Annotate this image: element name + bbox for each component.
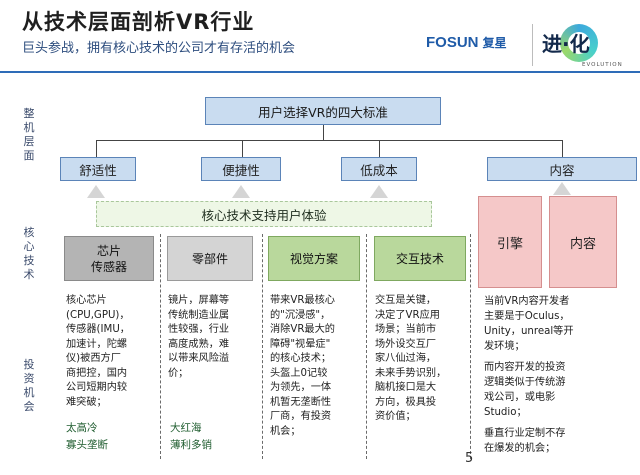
bracket-tick	[562, 140, 563, 157]
content-box-content: 内容	[549, 196, 617, 288]
desc-line: 决定了VR应用	[375, 309, 440, 321]
desc-line: 加速计，陀螺	[66, 338, 128, 350]
desc-line: 逻辑类似于传统游	[484, 377, 566, 388]
page-title: 从技术层面剖析VR行业	[22, 10, 255, 34]
component-visual-solution: 视觉方案	[268, 236, 360, 281]
desc-line: 的核心技术；	[270, 353, 332, 364]
page-subtitle: 巨头参战，拥有核心技术的公司才有存活的机会	[22, 41, 296, 56]
evolution-logo: 进·化 EVOLUTION	[540, 18, 634, 74]
fosun-logo-en: FOSUN	[426, 34, 479, 51]
desc-line: 发环境；	[484, 341, 525, 352]
component-label: 传感器	[90, 259, 127, 274]
desc-line: 的"沉浸感"，	[270, 309, 331, 321]
column-divider	[470, 234, 471, 459]
component-chip-sensor: 芯片 传感器	[64, 236, 154, 281]
up-arrow-icon	[553, 182, 571, 195]
desc-line: 资价值；	[375, 411, 416, 422]
bracket-tick	[379, 140, 380, 157]
desc-line: 核心芯片	[66, 295, 107, 306]
logo-divider	[532, 24, 533, 66]
fosun-logo-cn: 复星	[482, 36, 507, 50]
desc-line: 为领先，一体	[270, 382, 332, 393]
desc-line: 机暂无垄断性	[270, 396, 332, 408]
bracket-stem	[323, 125, 324, 140]
highlight-line: 太高冷	[66, 422, 98, 434]
evolution-logo-cn: 进·化	[542, 32, 590, 56]
column-highlight-parts: 大红海 薄利多销	[170, 420, 212, 454]
desc-line: 仪)被西方厂	[66, 353, 121, 364]
side-label-machine-level: 整机层面	[23, 107, 35, 162]
up-arrow-icon	[370, 185, 388, 198]
desc-line: 交互是关键，	[375, 295, 437, 306]
component-label: 芯片	[96, 243, 121, 258]
desc-line: 场外设交互厂	[375, 338, 437, 350]
desc-line: 机会；	[270, 425, 301, 437]
desc-line: 戏公司，或电影	[484, 392, 556, 403]
desc-line: 家八仙过海，	[375, 353, 437, 364]
column-divider	[160, 234, 161, 459]
desc-line: 价；	[168, 367, 189, 379]
desc-line: 方向，极具投	[375, 396, 437, 408]
header-divider	[0, 71, 640, 73]
evolution-logo-en: EVOLUTION	[582, 62, 623, 68]
up-arrow-icon	[232, 185, 250, 198]
desc-line: 在爆发的机会；	[484, 443, 556, 454]
content-box-engine: 引擎	[478, 196, 542, 288]
desc-line: 镜片，屏幕等	[168, 295, 230, 306]
column-desc-chip: 核心芯片 (CPU,GPU)， 传感器(IMU， 加速计，陀螺 仪)被西方厂 商…	[66, 294, 160, 410]
desc-line: (CPU,GPU)，	[66, 309, 130, 321]
column-divider	[262, 234, 263, 459]
desc-line: 而内容开发的投资	[484, 362, 566, 373]
desc-line: 难突破；	[66, 396, 107, 408]
desc-line: 主要是于Oculus，	[484, 311, 570, 322]
desc-line: 商把控，国内	[66, 367, 128, 379]
component-interaction-tech: 交互技术	[374, 236, 466, 281]
desc-line: 未来手势识别，	[375, 367, 447, 379]
core-tech-band: 核心技术支持用户体验	[96, 201, 432, 227]
desc-line: 消除VR最大的	[270, 324, 335, 335]
highlight-line: 大红海	[170, 422, 202, 434]
desc-line: Unity，unreal等开	[484, 326, 574, 337]
column-desc-interaction: 交互是关键， 决定了VR应用 场景；当前市 场外设交互厂 家八仙过海， 未来手势…	[375, 294, 469, 425]
desc-line: 垂直行业定制不存	[484, 428, 566, 439]
desc-line: 以带来风险溢	[168, 353, 230, 364]
column-desc-content: 当前VR内容开发者 主要是于Oculus， Unity，unreal等开 发环境…	[484, 294, 636, 456]
side-label-core-tech: 核心技术	[23, 226, 35, 281]
desc-line: 传感器(IMU，	[66, 324, 130, 335]
highlight-line: 薄利多销	[170, 439, 212, 451]
bracket-line	[96, 140, 562, 141]
desc-line: 障碍"视晕症"	[270, 338, 331, 350]
side-label-investment: 投资机会	[23, 358, 35, 413]
desc-line: 脑机接口是大	[375, 382, 437, 393]
criterion-convenience: 便捷性	[201, 157, 281, 181]
fosun-logo: FOSUN 复星	[426, 34, 507, 51]
evolution-ring-center	[568, 32, 590, 54]
desc-line: 传统制造业属	[168, 309, 230, 321]
column-desc-parts: 镜片，屏幕等 传统制造业属 性较强，行业 高度成熟，难 以带来风险溢 价；	[168, 294, 260, 381]
desc-line: 性较强，行业	[168, 324, 230, 335]
column-highlight-chip: 太高冷 寡头垄断	[66, 420, 108, 454]
desc-line: 公司短期内较	[66, 382, 128, 393]
column-desc-visual: 带来VR最核心 的"沉浸感"， 消除VR最大的 障碍"视晕症" 的核心技术； 头…	[270, 294, 364, 439]
user-criteria-header: 用户选择VR的四大标准	[205, 97, 441, 125]
column-divider	[366, 234, 367, 459]
up-arrow-icon	[87, 185, 105, 198]
desc-line: 高度成熟，难	[168, 338, 230, 350]
desc-line: 当前VR内容开发者	[484, 296, 570, 307]
desc-line: 场景；当前市	[375, 324, 437, 335]
desc-line: 带来VR最核心	[270, 295, 335, 306]
desc-line: 头盔上0记较	[270, 367, 328, 379]
bracket-tick	[96, 140, 97, 157]
highlight-line: 寡头垄断	[66, 439, 108, 451]
page-number: 5	[465, 451, 474, 466]
component-parts: 零部件	[167, 236, 253, 281]
criterion-comfort: 舒适性	[60, 157, 136, 181]
bracket-tick	[242, 140, 243, 157]
criterion-content: 内容	[487, 157, 637, 181]
criterion-low-cost: 低成本	[341, 157, 417, 181]
desc-line: Studio；	[484, 407, 527, 418]
desc-line: 厂商，有投资	[270, 411, 332, 422]
